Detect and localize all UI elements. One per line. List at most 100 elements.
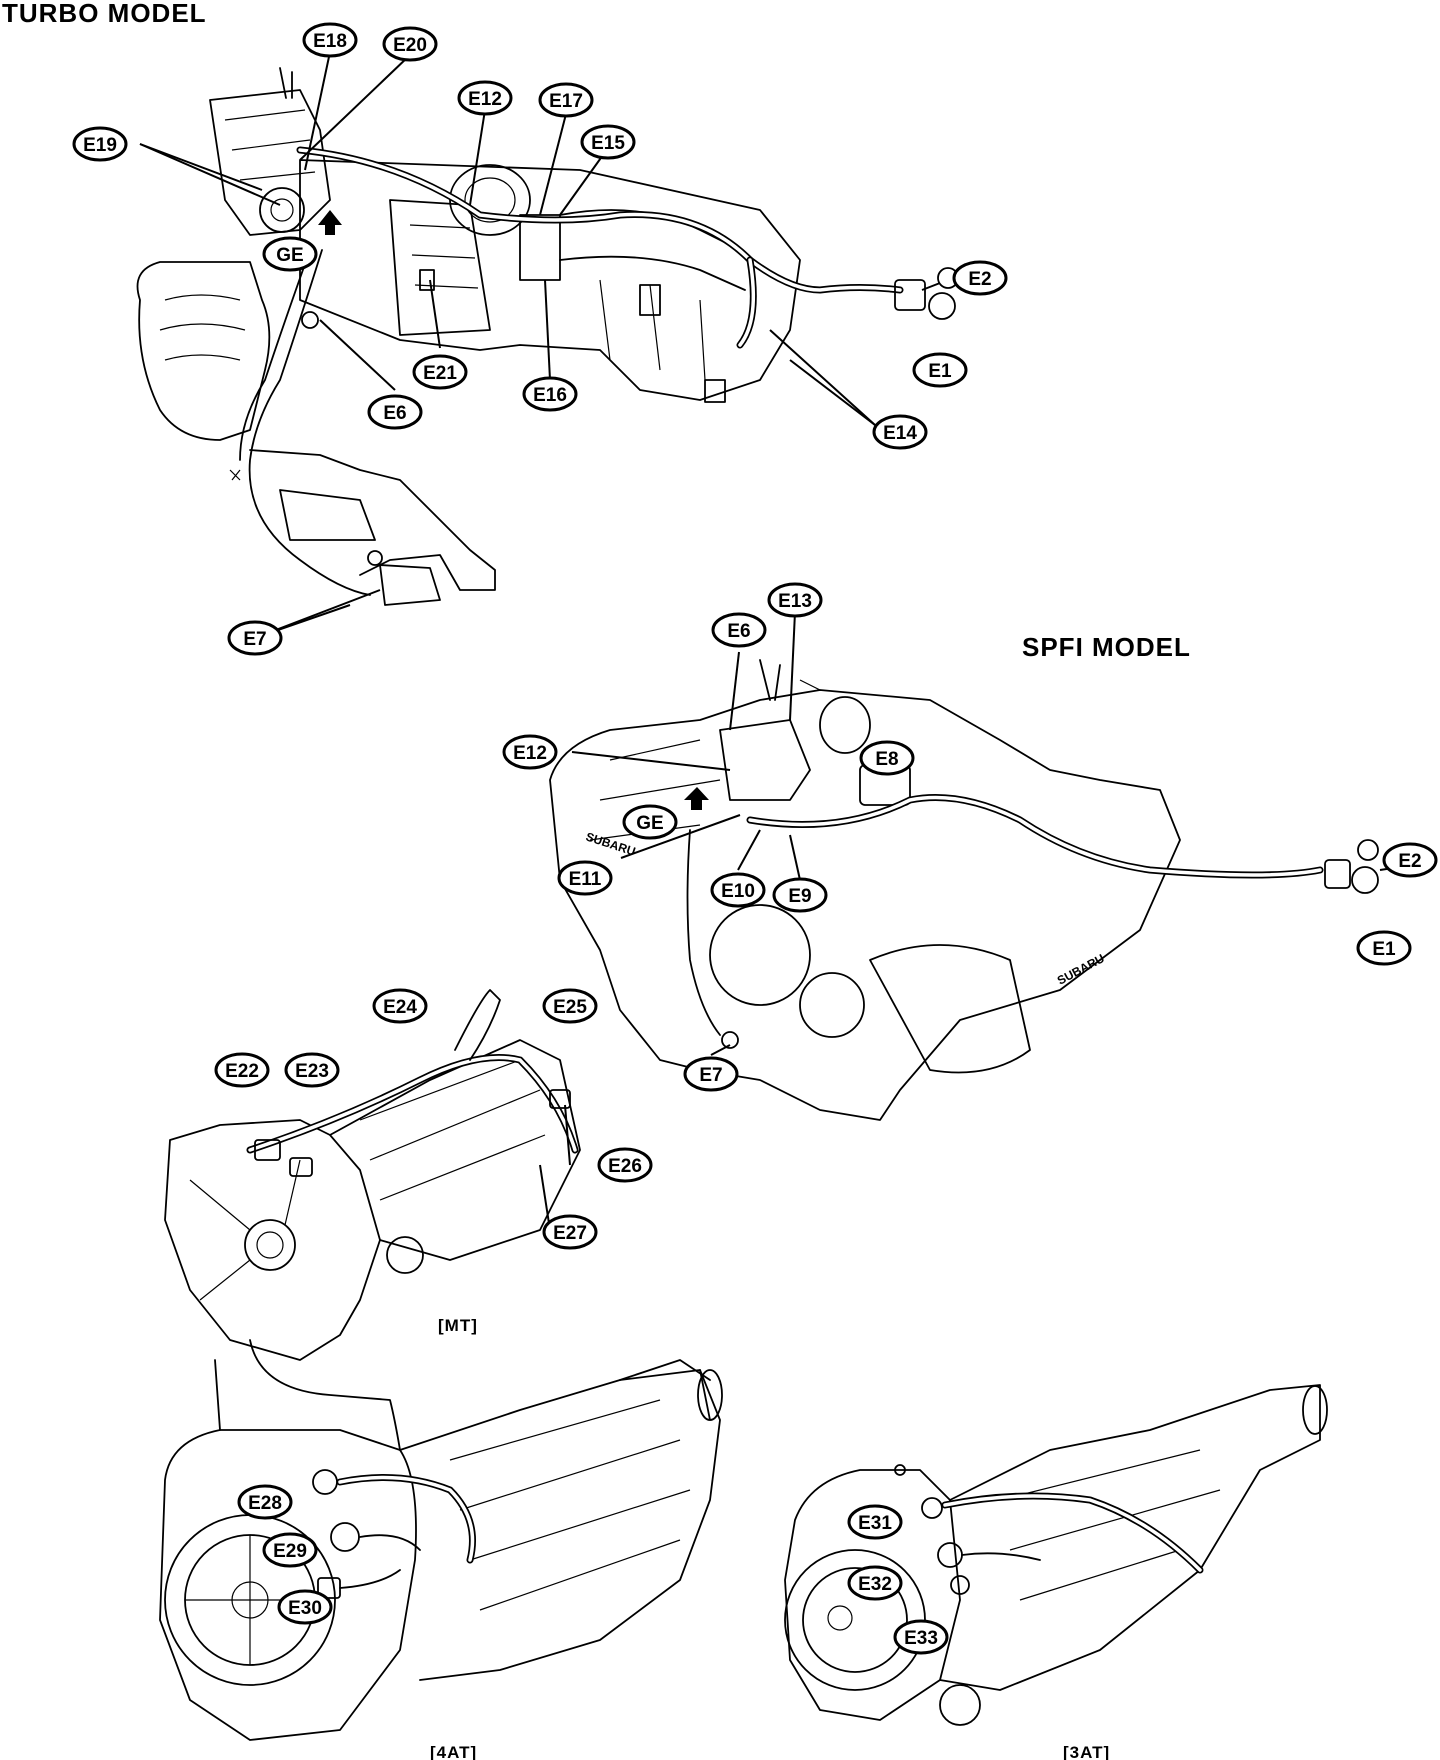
label-tag-turbo-8: E1 — [912, 352, 968, 388]
label-oval — [262, 1532, 318, 1568]
label-text: GE — [276, 245, 303, 266]
label-text: E15 — [591, 133, 625, 154]
label-oval — [227, 620, 283, 656]
label-tag-turbo-10: E16 — [522, 376, 578, 412]
label-tag-mt-1: E25 — [542, 988, 598, 1024]
label-text: E9 — [788, 886, 811, 907]
label-text: E31 — [858, 1513, 892, 1534]
label-text: E25 — [553, 997, 587, 1018]
3at-caption: [3AT] — [1063, 1743, 1110, 1760]
label-oval — [538, 82, 594, 118]
label-tag-mt-3: E23 — [284, 1052, 340, 1088]
label-tag-at3-0: E31 — [847, 1504, 903, 1540]
label-oval — [237, 1484, 293, 1520]
label-oval — [580, 124, 636, 160]
label-text: E16 — [533, 385, 567, 406]
label-text: E7 — [699, 1065, 722, 1086]
label-tag-spfi-7: E9 — [772, 877, 828, 913]
label-text: E27 — [553, 1223, 587, 1244]
label-oval — [557, 860, 613, 896]
label-oval — [710, 872, 766, 908]
label-text: GE — [636, 813, 663, 834]
label-text: E8 — [875, 749, 898, 770]
label-tag-at4-1: E29 — [262, 1532, 318, 1568]
label-text: E12 — [468, 89, 502, 110]
label-tag-turbo-3: E12 — [457, 80, 513, 116]
label-oval — [277, 1589, 333, 1625]
up-arrow-icon-spfi — [684, 787, 709, 810]
label-tag-turbo-9: E21 — [412, 354, 468, 390]
label-text: E23 — [295, 1061, 329, 1082]
label-text: E7 — [243, 629, 266, 650]
label-text: E1 — [1372, 939, 1396, 960]
label-tag-spfi-2: E12 — [502, 734, 558, 770]
label-text: E21 — [423, 363, 457, 384]
label-text: E32 — [858, 1574, 892, 1595]
label-text: E22 — [225, 1061, 259, 1082]
label-oval — [382, 26, 438, 62]
label-oval — [412, 354, 468, 390]
svg-text:SUBARU: SUBARU — [1055, 951, 1107, 987]
label-oval — [502, 734, 558, 770]
label-text: E12 — [513, 743, 547, 764]
label-oval — [457, 80, 513, 116]
label-tag-spfi-9: E1 — [1356, 930, 1412, 966]
up-arrow-icon — [318, 210, 342, 235]
label-tag-turbo-2: E19 — [72, 126, 128, 162]
label-oval — [372, 988, 428, 1024]
label-oval — [912, 352, 968, 388]
label-oval — [683, 1056, 739, 1092]
label-text: E33 — [904, 1628, 938, 1649]
label-text: E11 — [569, 869, 602, 890]
label-tag-turbo-1: E20 — [382, 26, 438, 62]
label-oval — [367, 394, 423, 430]
4at-caption: [4AT] — [430, 1743, 477, 1760]
label-oval — [542, 988, 598, 1024]
label-text: E29 — [273, 1541, 307, 1562]
label-tag-turbo-7: E2 — [952, 260, 1008, 296]
label-text: E2 — [968, 269, 991, 290]
label-text: E6 — [383, 403, 406, 424]
4at-transmission-drawing — [159, 1339, 723, 1741]
label-oval — [262, 236, 318, 272]
label-oval — [872, 414, 928, 450]
label-oval — [711, 612, 767, 648]
label-text: E17 — [549, 91, 583, 112]
label-tag-at3-2: E33 — [893, 1619, 949, 1655]
label-tag-mt-2: E22 — [214, 1052, 270, 1088]
label-tag-turbo-4: E17 — [538, 82, 594, 118]
label-oval — [893, 1619, 949, 1655]
label-text: E13 — [778, 591, 812, 612]
label-text: E19 — [83, 135, 117, 156]
label-text: E14 — [883, 423, 917, 444]
label-text: E24 — [383, 997, 417, 1018]
label-tag-mt-0: E24 — [372, 988, 428, 1024]
label-tag-spfi-10: E7 — [683, 1056, 739, 1092]
label-tag-turbo-12: E14 — [872, 414, 928, 450]
label-text: E2 — [1398, 851, 1421, 872]
3at-transmission-drawing — [784, 1384, 1328, 1726]
label-text: E6 — [727, 621, 750, 642]
label-oval — [542, 1214, 598, 1250]
label-oval — [767, 582, 823, 618]
label-tag-spfi-6: E10 — [710, 872, 766, 908]
mt-caption: [MT] — [438, 1316, 478, 1335]
label-tag-spfi-5: E11 — [557, 860, 613, 896]
leader-lines — [139, 51, 1407, 1231]
label-tag-at4-0: E28 — [237, 1484, 293, 1520]
label-oval — [847, 1504, 903, 1540]
spfi-engine-drawing: SUBARU SUBARU — [549, 659, 1379, 1121]
label-tag-spfi-8: E2 — [1382, 842, 1438, 878]
label-tag-spfi-4: GE — [622, 804, 678, 840]
turbo-model-title: TURBO MODEL — [2, 0, 207, 28]
label-oval — [847, 1565, 903, 1601]
label-oval — [284, 1052, 340, 1088]
label-oval — [772, 877, 828, 913]
label-tag-spfi-1: E13 — [767, 582, 823, 618]
label-oval — [522, 376, 578, 412]
label-tag-spfi-0: E6 — [711, 612, 767, 648]
label-tag-turbo-5: E15 — [580, 124, 636, 160]
label-oval — [952, 260, 1008, 296]
label-text: E1 — [928, 361, 952, 382]
